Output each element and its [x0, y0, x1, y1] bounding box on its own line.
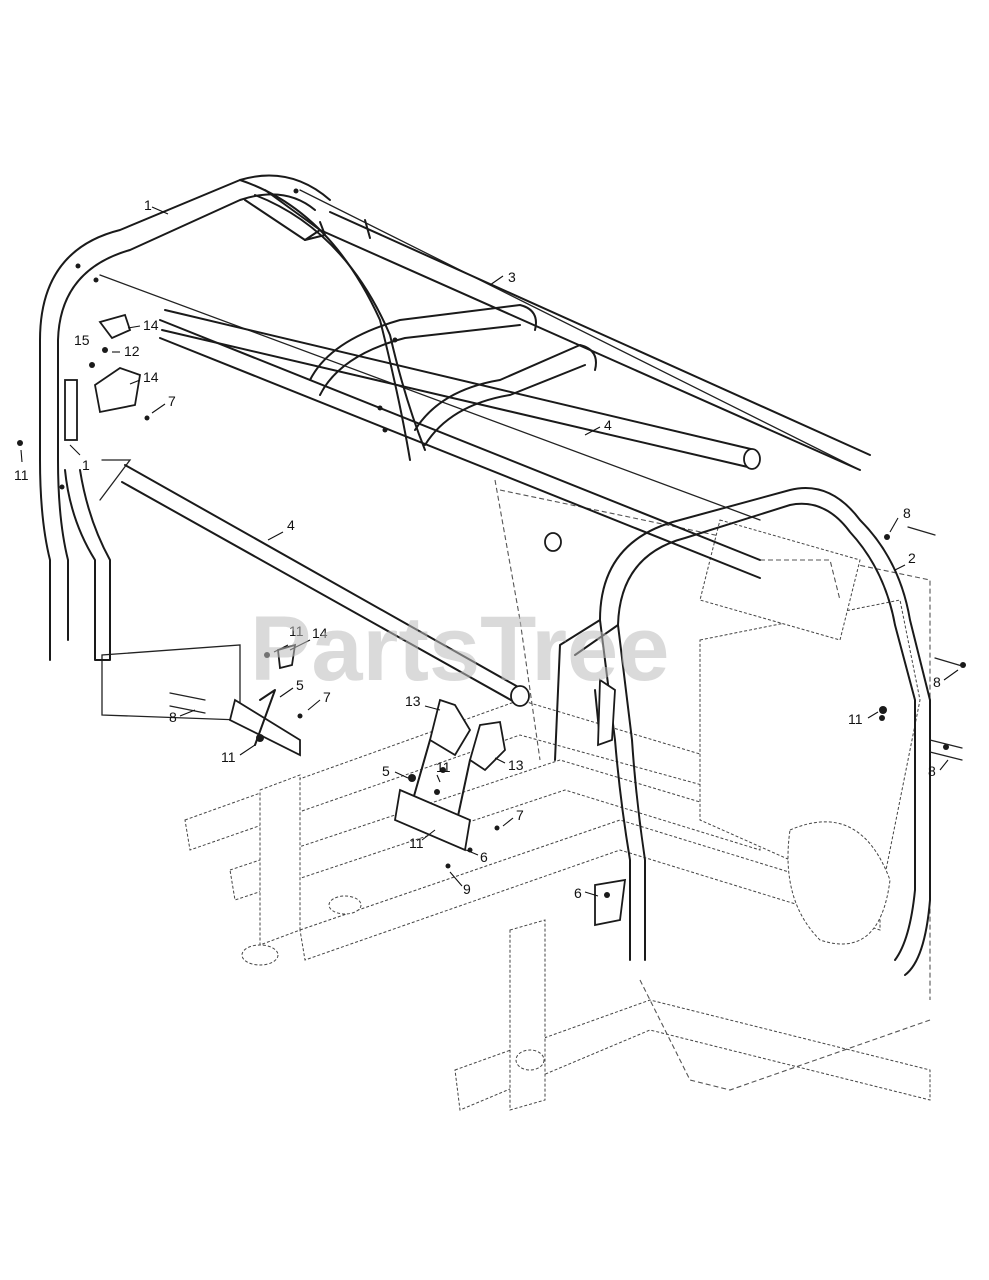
callout-11: 11: [848, 711, 863, 727]
callout-8: 8: [933, 674, 941, 690]
callout-11: 11: [436, 759, 451, 775]
callout-14: 14: [143, 369, 159, 385]
callout-7: 7: [323, 689, 331, 705]
callout-15: 15: [74, 332, 90, 348]
callout-1: 1: [82, 457, 90, 473]
chassis-frame: [184, 479, 931, 1111]
callout-leaders: [20, 206, 959, 897]
callout-5: 5: [382, 763, 390, 779]
callout-13: 13: [508, 757, 524, 773]
callout-6: 6: [480, 849, 488, 865]
callout-7: 7: [516, 807, 524, 823]
side-tube-lower: [121, 464, 562, 707]
callout-8: 8: [903, 505, 911, 521]
callout-11: 11: [14, 467, 29, 483]
watermark-text: PartsTree: [250, 598, 669, 700]
callout-3: 3: [508, 269, 516, 285]
hardware: [17, 188, 966, 898]
callout-11: 11: [289, 623, 304, 639]
seat-belts: [228, 678, 627, 927]
callout-8: 8: [169, 709, 177, 725]
box-outline: [99, 189, 861, 721]
callout-6: 6: [574, 885, 582, 901]
callout-14: 14: [312, 625, 328, 641]
callout-9: 9: [463, 881, 471, 897]
side-tube-upper: [161, 309, 761, 470]
callout-8: 8: [928, 763, 936, 779]
callout-14: 14: [143, 317, 159, 333]
callout-2: 2: [908, 550, 916, 566]
callout-1: 1: [144, 197, 152, 213]
top-curved-bars: [159, 179, 871, 579]
callout-7: 7: [168, 393, 176, 409]
callout-4: 4: [604, 417, 612, 433]
callout-11: 11: [409, 835, 424, 851]
callout-5: 5: [296, 677, 304, 693]
callout-4: 4: [287, 517, 295, 533]
callout-11: 11: [221, 749, 236, 765]
rear-roll-bar: [39, 174, 331, 661]
front-roll-bar: [554, 487, 931, 976]
callout-13: 13: [405, 693, 421, 709]
callout-labels: 1 1 2 3 4 4 5 5 6 6 7 7 7 8 8 8 8 9 11 1…: [14, 197, 941, 901]
callout-12: 12: [124, 343, 140, 359]
